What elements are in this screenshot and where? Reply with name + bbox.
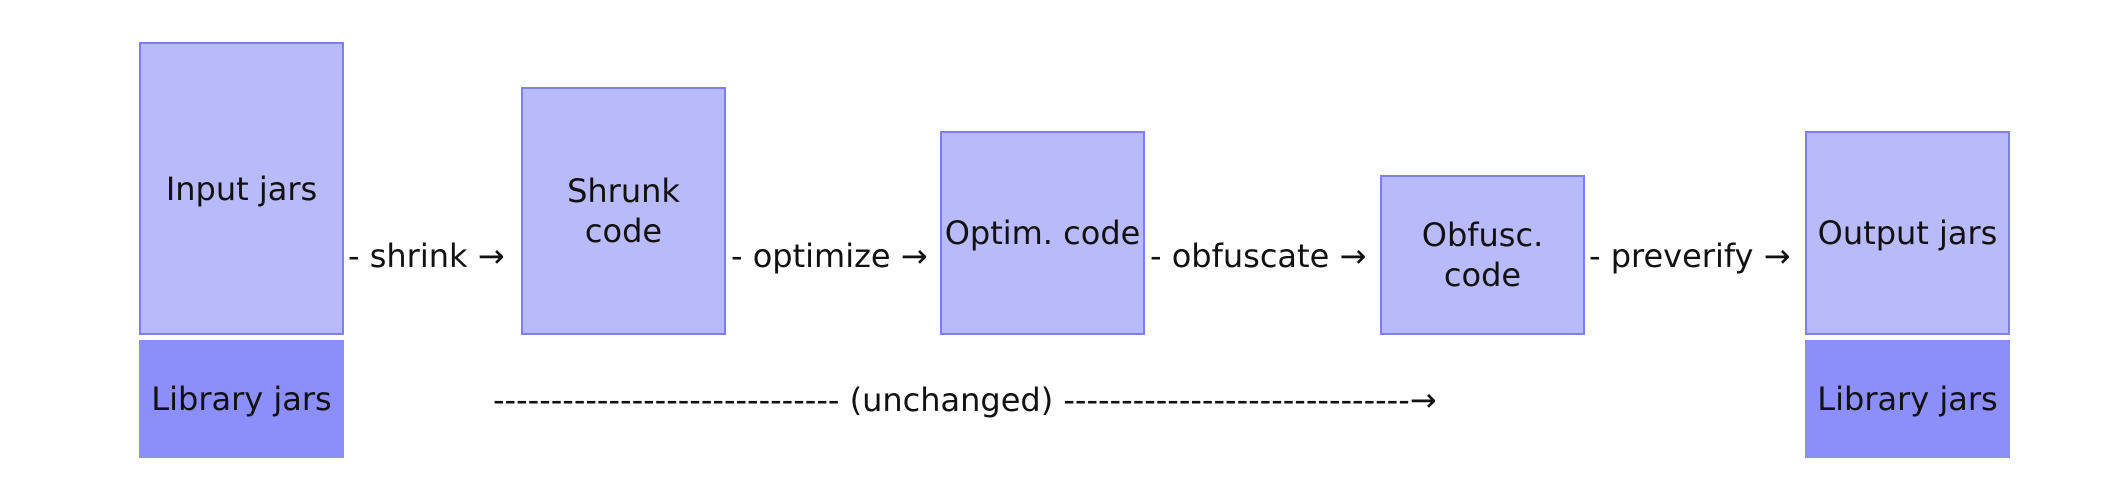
library-jars-output-box: Library jars xyxy=(1805,340,2010,458)
output-jars-box: Output jars xyxy=(1805,131,2010,335)
optimize-arrow-label: - optimize → xyxy=(731,237,928,275)
input-jars-box: Input jars xyxy=(139,42,344,335)
library-jars-input-label: Library jars xyxy=(151,380,332,418)
obfusc-code-box: Obfusc. code xyxy=(1380,175,1585,335)
shrunk-code-box: Shrunk code xyxy=(521,87,726,335)
library-jars-output-label: Library jars xyxy=(1817,380,1998,418)
output-jars-label: Output jars xyxy=(1817,214,1998,252)
optim-code-label: Optim. code xyxy=(944,214,1141,252)
optim-code-box: Optim. code xyxy=(940,131,1145,335)
unchanged-arrow-label: ------------------------------ (unchange… xyxy=(493,381,1437,419)
input-jars-label: Input jars xyxy=(165,169,318,208)
shrunk-code-label: Shrunk code xyxy=(567,172,680,250)
preverify-arrow-label: - preverify → xyxy=(1589,237,1791,275)
obfusc-code-label: Obfusc. code xyxy=(1421,216,1544,294)
library-jars-input-box: Library jars xyxy=(139,340,344,458)
obfuscate-arrow-label: - obfuscate → xyxy=(1150,237,1367,275)
shrink-arrow-label: - shrink → xyxy=(348,237,505,275)
